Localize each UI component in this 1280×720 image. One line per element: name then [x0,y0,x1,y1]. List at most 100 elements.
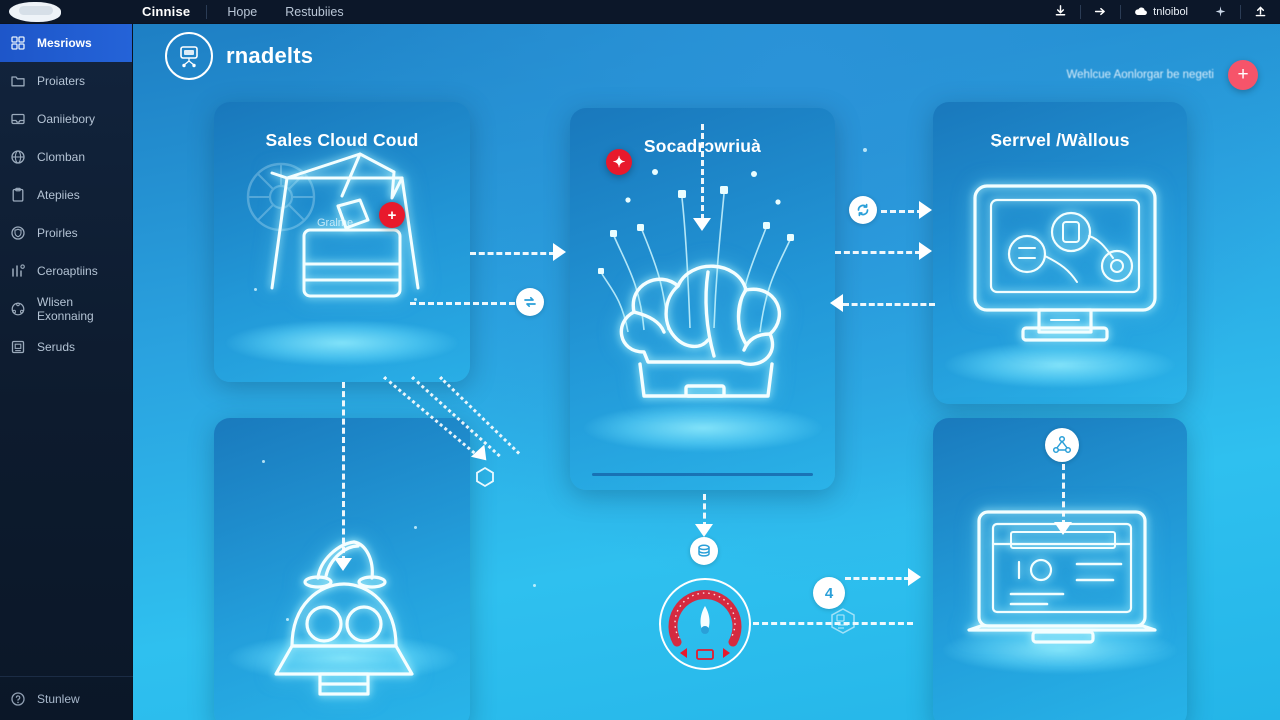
illustration-floor [584,404,822,452]
card-sales-alert-badge[interactable]: + [379,202,405,228]
sidebar-footer-label: Stunlew [37,691,80,706]
core-to-gauge-dash [703,494,706,528]
illustration-floor [943,626,1177,674]
sales-to-core-arrow[interactable] [553,243,566,261]
sync-icon [857,203,869,217]
sidebar-item-label: Wlisen Exonnaing [37,295,94,323]
core-to-serv-dash-mid [835,251,921,254]
top-bar-divider-3 [1240,4,1241,19]
laptop-browser-illustration [967,510,1157,644]
serv-to-core-arrow[interactable] [830,294,843,312]
core-to-gauge-arrow[interactable] [695,524,713,537]
globe-icon [11,150,25,164]
crane-server-illustration: Gralme [270,152,420,298]
core-to-serv-arrow-top[interactable] [919,201,932,219]
gauge-badge[interactable] [690,537,718,565]
sparkle-dot [533,584,536,587]
sidebar-item-mesriows[interactable]: Mesriows [0,24,132,62]
robot-illustration [274,540,414,696]
step-four-dash [845,577,910,580]
page-title: rnadelts [226,43,314,68]
top-nav-title[interactable]: Cinnise [142,4,191,19]
add-button[interactable]: + [1228,60,1258,90]
cluster-icon [831,608,855,634]
sparkle-icon [1215,6,1226,17]
sidebar-item-label: Proirles [37,226,78,240]
sidebar-item-wlisen-exonnaing[interactable]: Wlisen Exonnaing [0,290,132,328]
page-header-actions: Wehlcue Aonlorgar be negeti + [1067,60,1258,90]
cloud-status-label: tnloibol [1153,5,1188,18]
speedometer-icon [668,590,742,660]
cluster-badge[interactable] [828,606,858,636]
transfer-icon [524,296,536,308]
gauge-to-web-dash [753,622,913,625]
card-title: Serrvel /Wàllous [990,130,1130,150]
transfer-badge[interactable] [516,288,544,316]
sparkle-dot [262,460,265,463]
top-nav-item-restubiies[interactable]: Restubiies [285,4,344,19]
card-web-client[interactable] [933,418,1187,720]
card-core-alert-badge[interactable]: ✦ [606,149,632,175]
sync-badge[interactable] [849,196,877,224]
inbox-icon [11,113,25,125]
cloud-icon [1135,7,1148,16]
cloud-status-button[interactable]: tnloibol [1121,6,1201,18]
database-icon [698,544,710,557]
sparkle-dot [286,618,289,621]
core-to-serv-dash-top [881,210,923,213]
hex-node-icon[interactable] [474,466,496,488]
sidebar-item-clomban[interactable]: Clomban [0,138,132,176]
building-icon [11,340,25,354]
card-title: Sales Cloud Coud [265,130,419,150]
top-bar-actions: tnloibol [1041,0,1280,24]
step-four-arrow[interactable] [908,568,921,586]
top-bar: Cinnise Hope Restubiies tnloibol [0,0,1280,24]
top-nav-item-hope[interactable]: Hope [227,4,258,19]
page-header: rnadelts [165,32,313,80]
step-four-badge[interactable]: 4 [813,577,845,609]
node-graph-icon [165,32,213,80]
sidebar-item-proiaters[interactable]: Proiaters [0,62,132,100]
svg-text:Gralme: Gralme [317,217,353,229]
app-logo[interactable] [0,0,70,24]
sidebar-item-atepiies[interactable]: Atepiies [0,176,132,214]
diagram-canvas[interactable]: rnadelts Wehlcue Aonlorgar be negeti + S… [133,24,1280,720]
upload-icon-button[interactable] [1241,5,1280,18]
card-core-platform[interactable]: Socadrɔwriuà [570,108,835,490]
folder-icon [11,76,25,87]
sparkle-icon-button[interactable] [1201,5,1240,18]
shield-icon [11,226,25,240]
node-cluster-badge[interactable] [1045,428,1079,462]
sidebar-item-proirles[interactable]: Proirles [0,214,132,252]
sidebar-item-label: Seruds [37,340,76,354]
send-icon-button[interactable] [1081,5,1120,18]
chart-icon [12,264,25,277]
card-server-wallous[interactable]: Serrvel /Wàllous [933,102,1187,404]
sparkle-dot [863,148,867,152]
network-icon [11,302,25,316]
sparkle-dot [414,526,417,529]
core-incoming-arrow [693,218,711,231]
core-to-serv-arrow-mid[interactable] [919,242,932,260]
download-icon [1055,5,1066,16]
gauge-widget[interactable] [659,578,751,670]
card-divider [592,473,813,476]
sales-to-bot-dash [342,382,345,562]
sidebar-item-label: Ceroaptiins [37,264,98,278]
sidebar-item-label: Proiaters [37,74,86,88]
core-incoming-dash [701,124,704,220]
sidebar-item-ceroaptiins[interactable]: Ceroaptiins [0,252,132,290]
sidebar-item-seruds[interactable]: Seruds [0,328,132,366]
sales-to-bot-arrow[interactable] [334,558,352,571]
sidebar-footer-stunlew[interactable]: Stunlew [0,676,133,720]
sidebar-item-oaniiebory[interactable]: Oaniiebory [0,100,132,138]
sidebar-item-label: Mesriows [37,36,92,50]
serv-to-web-arrow[interactable] [1054,522,1072,535]
clipboard-icon [12,187,24,202]
nodes-icon [1052,435,1072,454]
card-sales-cloud[interactable]: Sales Cloud Coud [214,102,470,382]
sparkle-dot [995,144,998,147]
cloud-brain-illustration [619,264,782,398]
download-icon-button[interactable] [1041,5,1080,18]
illustration-floor [945,342,1175,388]
